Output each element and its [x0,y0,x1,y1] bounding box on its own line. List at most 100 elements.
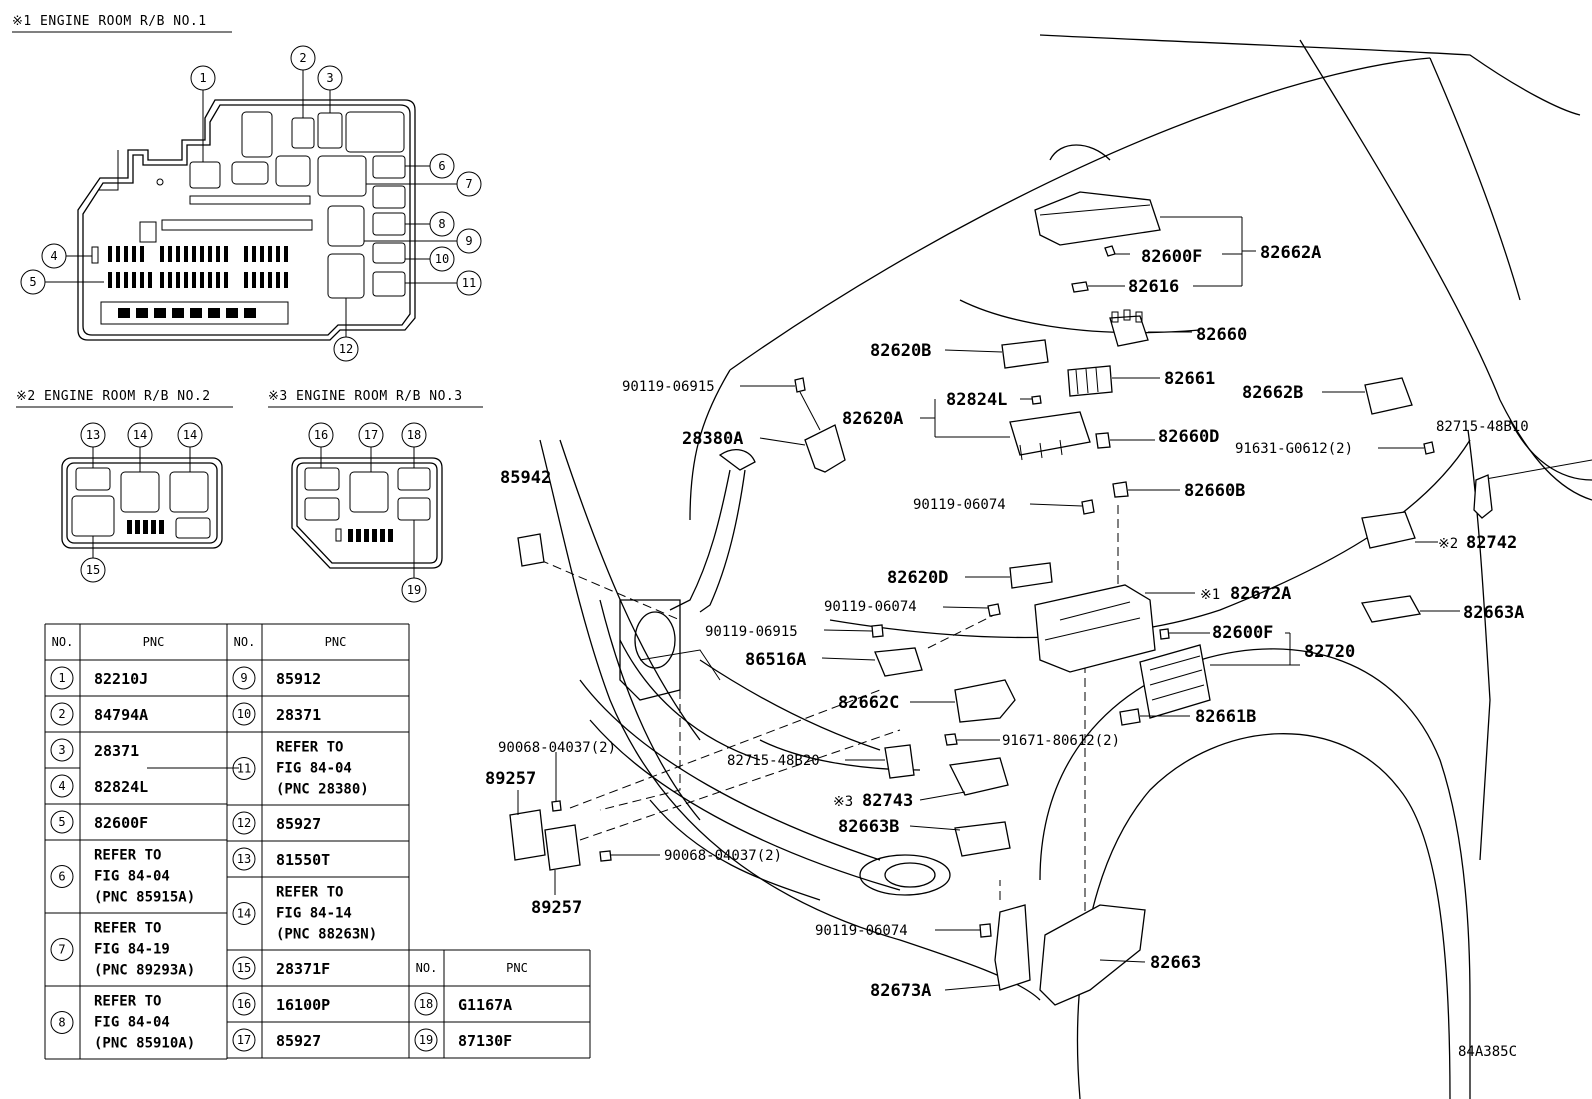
rb2-header: ※2 ENGINE ROOM R/B NO.2 [16,389,211,404]
row-16-no: 16 [237,997,251,1011]
rb3-header: ※3 ENGINE ROOM R/B NO.3 [268,389,463,404]
row-9-pnc: 85912 [276,670,321,688]
label-28380A: 28380A [682,429,743,449]
label-89257-a: 89257 [485,769,536,789]
rb2-callouts: 13 14 14 15 [80,422,203,583]
label-82715-48B20: 82715-48B20 [727,753,820,769]
label-90119-06074-b: 90119-06074 [824,599,917,615]
callout-3: 3 [326,71,333,85]
row-8-no: 8 [58,1016,65,1030]
label-82743: 82743 [862,791,913,811]
row-16-no-circle [232,992,256,1016]
table-header-no-3: NO. [416,961,438,975]
row-7-no-circle [50,938,74,961]
row-12-no-circle [232,811,256,835]
row-6-pnc-line: (PNC 85915A) [94,890,195,906]
row-4-pnc: 82824L [94,778,148,796]
callout-14a: 14 [133,428,147,442]
label-90119-06915-b: 90119-06915 [705,624,798,640]
table-header-no: NO. [52,635,74,649]
row-8-no-circle [50,1011,74,1034]
row-17-no-circle [232,1028,256,1052]
row-14-no-circle [232,902,256,925]
callout-10: 10 [435,252,449,266]
label-90068-04037-a: 90068-04037(2) [498,740,616,756]
row-1-no-circle [50,666,74,690]
callout-7: 7 [465,177,472,191]
table-header-pnc-3: PNC [506,961,528,975]
callout-2: 2 [299,51,306,65]
label-82661B: 82661B [1195,707,1256,727]
label-82663: 82663 [1150,953,1201,973]
callout-12: 12 [339,342,353,356]
label-82662A: 82662A [1260,243,1321,263]
rb3-callouts: 16 17 18 19 [308,422,427,603]
label-82660D: 82660D [1158,427,1219,447]
row-5-pnc: 82600F [94,814,148,832]
row-12-no: 12 [237,816,251,830]
label-90119-06074-a: 90119-06074 [913,497,1006,513]
row-19-no: 19 [419,1033,433,1047]
row-2-no-circle [50,702,74,726]
row-11-pnc-line: REFER TO [276,740,343,756]
callout-16: 16 [314,428,328,442]
label-82742-mark: ※2 [1438,536,1458,552]
label-90119-06915-a: 90119-06915 [622,379,715,395]
figure-id: 84A385C [1458,1044,1517,1060]
row-7-no: 7 [58,943,65,957]
row-12-pnc: 85927 [276,815,321,833]
row-2-no: 2 [58,707,65,721]
label-91671-80612: 91671-80612(2) [1002,733,1120,749]
row-11-no: 11 [237,762,251,776]
row-10-no-circle [232,702,256,726]
row-15-no: 15 [237,961,251,975]
label-82672A-mark: ※1 [1200,587,1220,603]
label-82672A: 82672A [1230,584,1291,604]
row-17-pnc: 85927 [276,1032,321,1050]
row-9-no-circle [232,666,256,690]
callout-5: 5 [29,275,36,289]
row-3-pnc: 28371 [94,742,139,760]
row-16-pnc: 16100P [276,996,330,1014]
label-86516A: 86516A [745,650,806,670]
label-90068-04037-b: 90068-04037(2) [664,848,782,864]
row-8-pnc-line: REFER TO [94,994,161,1010]
row-7-pnc-line: REFER TO [94,921,161,937]
rb3-box [291,457,443,569]
row-18-pnc: G1167A [458,996,512,1014]
row-8-pnc-line: (PNC 85910A) [94,1036,195,1052]
label-leaders [517,216,1460,991]
label-82742: 82742 [1466,533,1517,553]
callout-11: 11 [462,276,476,290]
row-5-no-circle [50,810,74,834]
row-18-no: 18 [419,997,433,1011]
row-9-no: 9 [240,671,247,685]
label-82660B: 82660B [1184,481,1245,501]
part-labels: 82662A 82600F 82616 82660 82620B 82661 8… [485,243,1529,1060]
row-7-pnc-line: (PNC 89293A) [94,963,195,979]
callout-4: 4 [50,249,57,263]
callout-6: 6 [438,159,445,173]
label-82824L: 82824L [946,390,1007,410]
callout-13: 13 [86,428,100,442]
row-3-no-circle [50,738,74,762]
label-82673A: 82673A [870,981,931,1001]
row-14-pnc-line: FIG 84-14 [276,906,352,922]
row-11-pnc-line: FIG 84-04 [276,761,352,777]
row-14-pnc-line: REFER TO [276,885,343,901]
table-header-pnc: PNC [143,635,165,649]
callout-14b: 14 [183,428,197,442]
row-13-no-circle [232,847,256,871]
row-19-no-circle [414,1028,438,1052]
row-1-no: 1 [58,671,65,685]
label-85942: 85942 [500,468,551,488]
row-8-pnc-line: FIG 84-04 [94,1015,170,1031]
callout-9: 9 [465,234,472,248]
row-5-no: 5 [58,815,65,829]
callout-1: 1 [199,71,206,85]
label-82662C: 82662C [838,693,899,713]
callout-17: 17 [364,428,378,442]
rb1-callouts: 1 2 3 6 7 8 9 10 11 12 4 5 [20,45,482,362]
table-header-no-2: NO. [234,635,256,649]
label-82600F-top: 82600F [1141,247,1202,267]
